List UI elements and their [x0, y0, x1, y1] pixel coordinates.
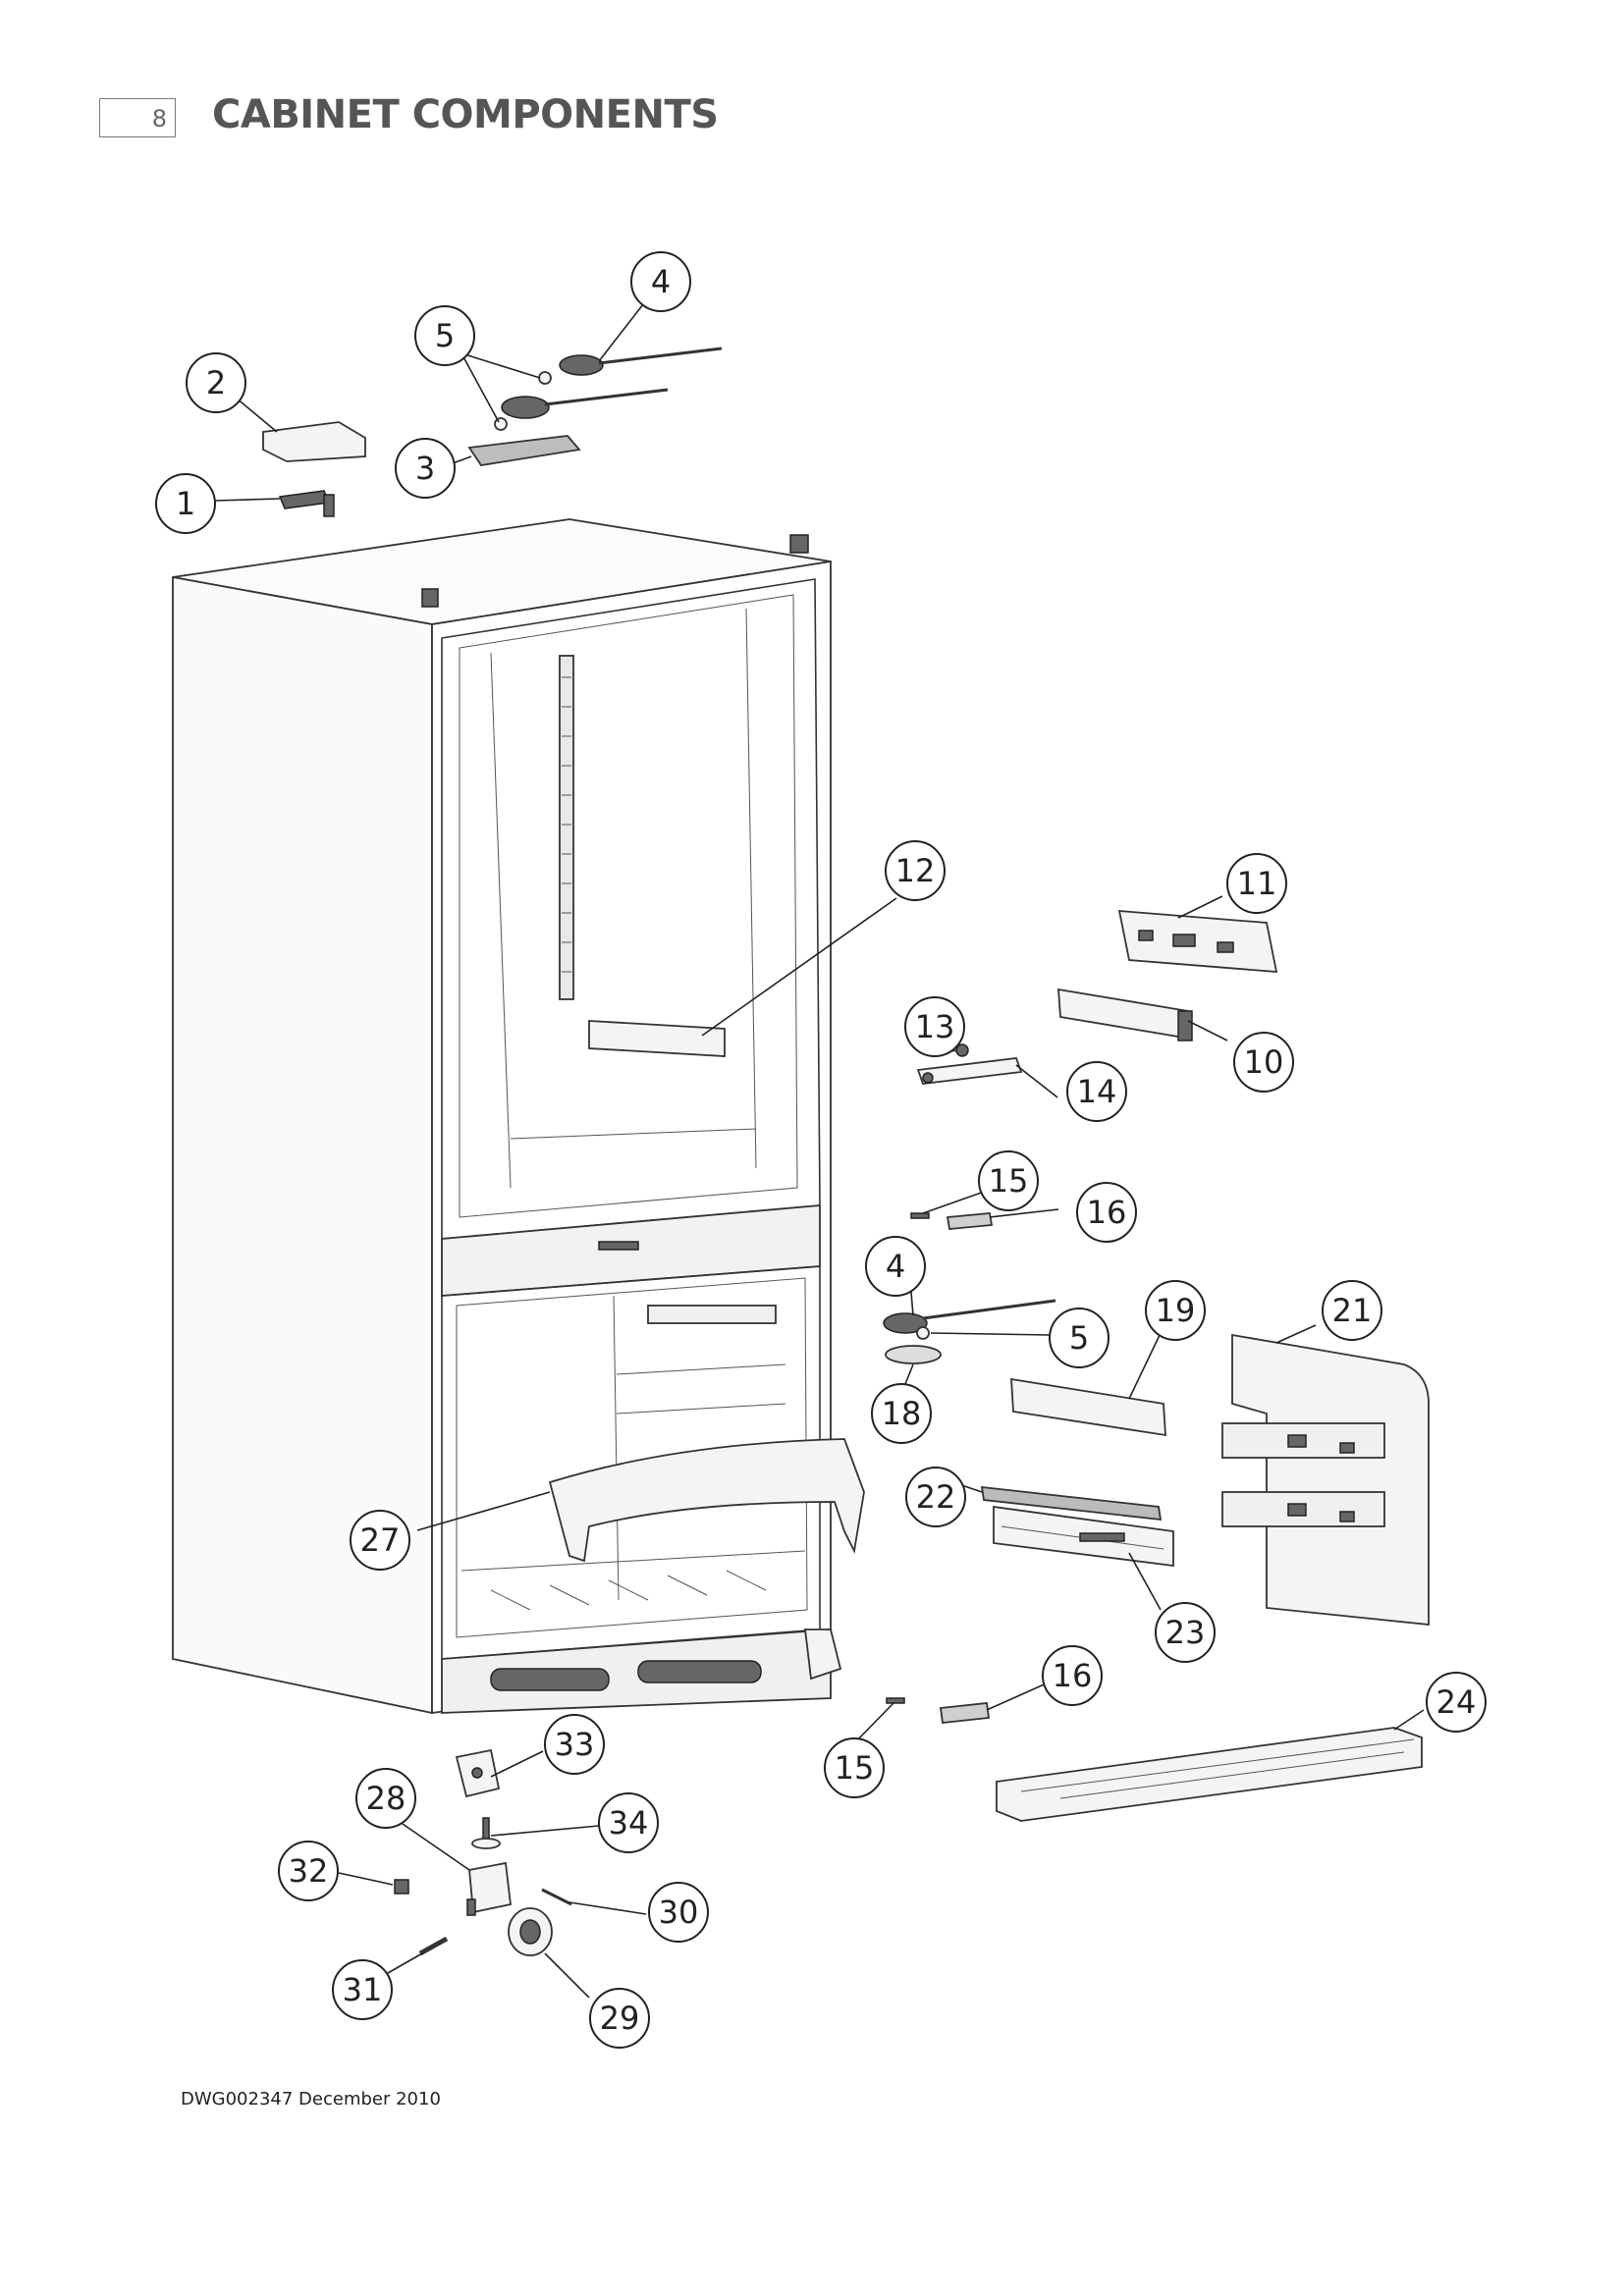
- top-hinge-left: [421, 588, 439, 608]
- part-4-light-assembly-top: [501, 347, 723, 419]
- part-3-light-cover: [467, 435, 581, 466]
- svg-text:29: 29: [600, 2000, 640, 2037]
- part-15-pin-lower: [886, 1697, 905, 1704]
- drawing-reference: DWG002347 December 2010: [181, 2089, 441, 2109]
- part-33-bracket: [455, 1748, 501, 1798]
- callout-28: 28: [355, 1768, 416, 1829]
- callouts: 1 2 3 4 5 12 11 10 13 14 15 16 4 5 19 21…: [155, 251, 1487, 2049]
- svg-text:5: 5: [435, 317, 455, 354]
- callout-13: 13: [904, 996, 965, 1057]
- part-30-axle: [541, 1888, 572, 1906]
- callout-15-lower: 15: [824, 1737, 885, 1798]
- part-16-seal-upper: [946, 1212, 994, 1230]
- svg-text:1: 1: [176, 485, 195, 522]
- callout-4-lower: 4: [865, 1236, 926, 1297]
- callout-15-upper: 15: [978, 1150, 1039, 1211]
- freezer-drawer-front: [548, 1438, 865, 1563]
- callout-24: 24: [1426, 1672, 1487, 1733]
- part-24-kick-plate: [996, 1727, 1423, 1822]
- part-28-roller-bracket: [466, 1861, 512, 1916]
- bottom-vents: [490, 1660, 762, 1691]
- svg-text:27: 27: [360, 1522, 401, 1559]
- page-number: 8: [151, 105, 167, 133]
- svg-text:32: 32: [289, 1852, 329, 1890]
- svg-text:4: 4: [886, 1248, 905, 1285]
- svg-text:18: 18: [882, 1395, 922, 1432]
- callout-4: 4: [630, 251, 691, 312]
- callout-1: 1: [155, 473, 216, 534]
- part-31-pin: [418, 1936, 449, 1956]
- callout-16-upper: 16: [1076, 1182, 1137, 1243]
- svg-text:16: 16: [1053, 1657, 1093, 1694]
- part-1-hinge: [278, 490, 335, 517]
- callout-31: 31: [332, 1959, 393, 2020]
- part-14-hinge: [916, 1057, 1023, 1085]
- part-22-rail-strip: [980, 1485, 1163, 1522]
- leader-lines: [214, 303, 1425, 1999]
- callout-12: 12: [885, 840, 946, 901]
- svg-text:13: 13: [915, 1008, 955, 1045]
- svg-text:23: 23: [1165, 1614, 1206, 1651]
- callout-21: 21: [1322, 1280, 1382, 1341]
- callout-19: 19: [1145, 1280, 1206, 1341]
- part-32-nut: [394, 1879, 409, 1895]
- callout-10: 10: [1233, 1032, 1294, 1093]
- page-title: CABINET COMPONENTS: [212, 92, 719, 137]
- top-hinge-right: [789, 534, 809, 554]
- callout-5-lower: 5: [1049, 1308, 1110, 1368]
- callout-18: 18: [871, 1383, 932, 1444]
- callout-33: 33: [544, 1714, 605, 1775]
- svg-text:2: 2: [206, 364, 226, 401]
- svg-text:24: 24: [1436, 1683, 1477, 1721]
- svg-text:33: 33: [555, 1726, 595, 1763]
- callout-30: 30: [648, 1882, 709, 1943]
- page-number-box: 8: [99, 98, 176, 137]
- part-2-hinge-cover: [262, 421, 366, 462]
- part-11-bracket: [1117, 910, 1278, 973]
- svg-text:31: 31: [343, 1971, 383, 2008]
- svg-text:15: 15: [989, 1162, 1029, 1200]
- callout-2: 2: [186, 352, 246, 413]
- callout-14: 14: [1066, 1061, 1127, 1122]
- callout-22: 22: [905, 1467, 966, 1527]
- svg-text:34: 34: [609, 1804, 649, 1842]
- cabinet-body: [172, 518, 842, 1715]
- svg-text:22: 22: [916, 1478, 956, 1516]
- svg-text:10: 10: [1244, 1043, 1284, 1081]
- part-29-roller-wheel: [508, 1907, 553, 1956]
- svg-text:5: 5: [1069, 1319, 1089, 1357]
- svg-text:21: 21: [1332, 1292, 1373, 1329]
- part-23-slide: [993, 1505, 1174, 1568]
- part-16-seal-lower: [939, 1702, 991, 1724]
- callout-32: 32: [278, 1841, 339, 1901]
- part-34-leveling-leg: [471, 1817, 501, 1849]
- svg-text:16: 16: [1087, 1194, 1127, 1231]
- part-15-pin-upper: [910, 1212, 930, 1219]
- part-18-lens: [885, 1345, 942, 1364]
- rail-slots: [562, 676, 571, 973]
- part-19-rail: [1010, 1377, 1166, 1437]
- part-21-drawer-side-panel: [1221, 1333, 1430, 1626]
- svg-text:11: 11: [1237, 865, 1277, 902]
- part-5-bulb-lower: [916, 1326, 930, 1340]
- callout-3: 3: [395, 438, 456, 499]
- svg-text:3: 3: [415, 450, 435, 487]
- callout-5: 5: [414, 305, 475, 366]
- svg-text:30: 30: [659, 1894, 699, 1931]
- callout-27: 27: [350, 1510, 410, 1571]
- svg-text:12: 12: [895, 852, 936, 889]
- svg-text:19: 19: [1156, 1292, 1196, 1329]
- callout-34: 34: [598, 1792, 659, 1853]
- svg-text:15: 15: [835, 1749, 875, 1787]
- callout-23: 23: [1155, 1602, 1216, 1663]
- svg-text:28: 28: [366, 1780, 406, 1817]
- callout-16-lower: 16: [1042, 1645, 1103, 1706]
- part-4-light-assembly-lower: [883, 1299, 1056, 1334]
- callout-29: 29: [589, 1988, 650, 2049]
- svg-text:14: 14: [1077, 1073, 1117, 1110]
- part-10-rail: [1057, 988, 1193, 1041]
- callout-11: 11: [1226, 853, 1287, 914]
- svg-text:4: 4: [651, 263, 671, 300]
